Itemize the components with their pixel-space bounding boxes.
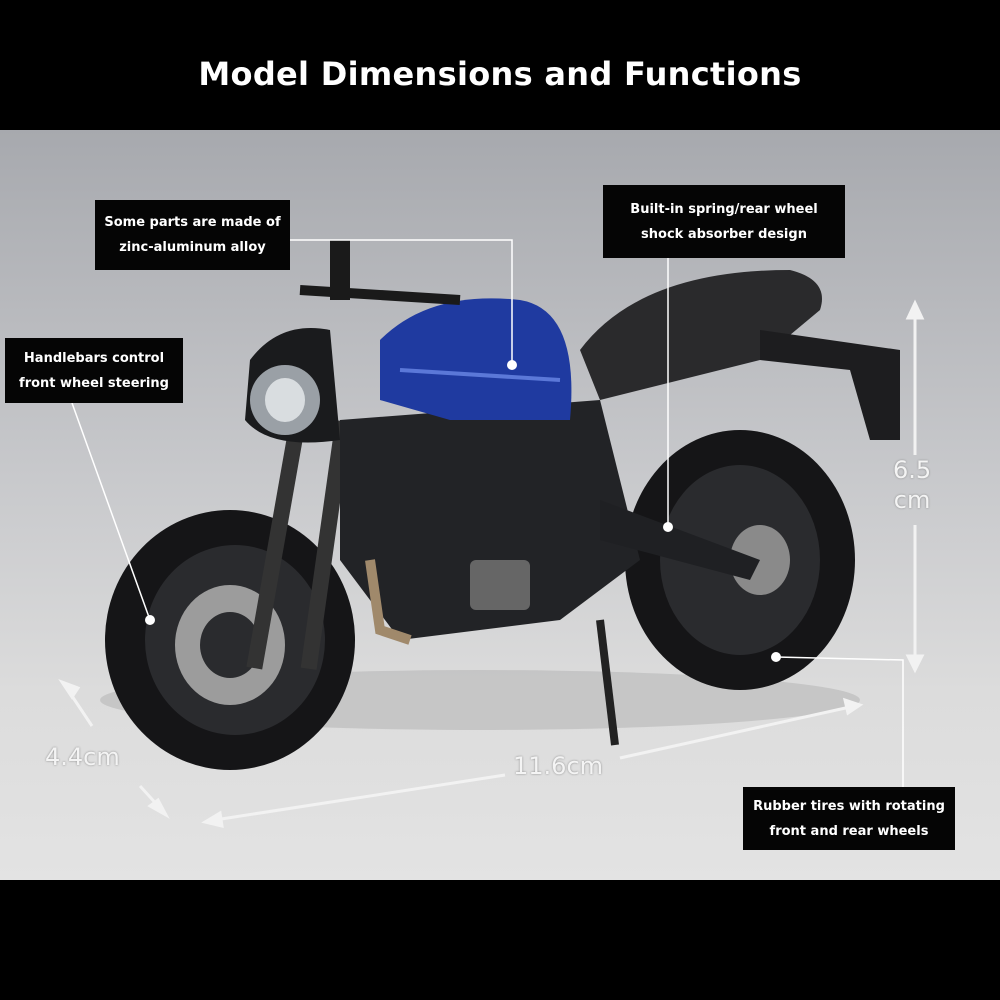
bottom-bar (0, 880, 1000, 1000)
callout-text: front and rear wheels (769, 823, 929, 839)
callout-rubber-tires: Rubber tires with rotating front and rea… (743, 787, 955, 850)
callout-text: Some parts are made of (104, 215, 281, 230)
height-dimension: 6.5 cm (893, 455, 931, 515)
height-unit: cm (893, 486, 931, 514)
title-bar: Model Dimensions and Functions (0, 0, 1000, 130)
page-title: Model Dimensions and Functions (198, 55, 802, 93)
height-value: 6.5 (893, 456, 932, 484)
callout-text: Built-in spring/rear wheel (630, 201, 818, 217)
width-dimension: 4.4cm (45, 743, 120, 771)
callout-shock-absorber: Built-in spring/rear wheel shock absorbe… (603, 185, 845, 258)
callout-text: zinc-aluminum alloy (119, 240, 266, 255)
dimension-arrows (58, 299, 925, 828)
callout-text: Handlebars control (23, 350, 165, 366)
fuel-tank (380, 298, 572, 420)
callout-text: front wheel steering (19, 375, 169, 391)
callout-text: shock absorber design (641, 226, 807, 242)
callout-zinc-alloy: Some parts are made of zinc-aluminum all… (95, 200, 290, 270)
length-dimension: 11.6cm (513, 752, 604, 780)
callout-text: Rubber tires with rotating (753, 798, 945, 814)
callout-handlebars: Handlebars control front wheel steering (5, 338, 183, 403)
